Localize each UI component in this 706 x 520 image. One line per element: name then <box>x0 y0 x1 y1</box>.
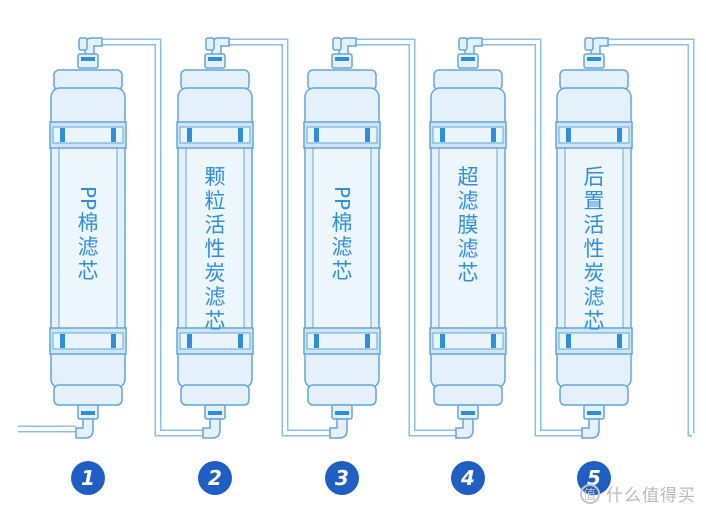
badge-circle <box>451 461 485 495</box>
bottom-cap <box>53 384 123 406</box>
connector-pipe <box>102 38 207 437</box>
watermark: 值 什么值得买 <box>580 481 696 506</box>
upper-band <box>303 121 381 149</box>
stage-badge-2: 2 <box>198 461 232 495</box>
label-rotated-part: PP <box>330 186 354 210</box>
upper-band <box>555 121 633 149</box>
bottom-cap <box>180 384 250 406</box>
lower-band <box>429 327 507 355</box>
label-character: 棉 <box>78 211 99 235</box>
lower-band <box>176 327 254 355</box>
label-character: 滤 <box>332 235 353 259</box>
lower-band <box>49 327 127 355</box>
upper-band <box>49 121 127 149</box>
top-cap <box>307 69 377 91</box>
bottom-cap <box>559 384 629 406</box>
zhi-logo-icon: 值 <box>580 483 600 504</box>
label-character: 芯 <box>458 261 479 285</box>
label-rotated-part: PP <box>76 186 100 210</box>
label-character: 滤 <box>205 285 226 309</box>
top-cap <box>559 69 629 91</box>
top-cap <box>180 69 250 91</box>
label-character: 后 <box>584 165 605 189</box>
label-character: 置 <box>584 189 605 213</box>
label-character: 滤 <box>78 235 99 259</box>
cartridge-window <box>185 147 245 329</box>
badge-circle <box>325 461 359 495</box>
upper-band <box>429 121 507 149</box>
label-character: 芯 <box>332 259 353 283</box>
bottom-elbow-fitting <box>75 418 94 439</box>
top-cap <box>433 69 503 91</box>
label-character: 膜 <box>458 213 479 237</box>
bottom-elbow-fitting <box>581 418 600 439</box>
cartridge-window <box>312 147 372 329</box>
cartridge-window <box>438 147 498 329</box>
connector-pipe <box>356 38 460 437</box>
label-character: 性 <box>584 237 605 261</box>
bottom-elbow-fitting <box>455 418 474 439</box>
label-character: 芯 <box>205 309 226 333</box>
label-character: 活 <box>584 213 605 237</box>
water-pipes <box>18 38 695 437</box>
watermark-text: 什么值得买 <box>606 486 696 506</box>
bottom-cap <box>307 384 377 406</box>
stage-badge-4: 4 <box>451 461 485 495</box>
label-character: 滤 <box>458 189 479 213</box>
badge-circle <box>198 461 232 495</box>
label-character: 滤 <box>584 285 605 309</box>
label-character: 炭 <box>205 261 226 285</box>
lower-band <box>303 327 381 355</box>
stage-badge-1: 1 <box>71 461 105 495</box>
upper-band <box>176 121 254 149</box>
label-character: 超 <box>458 165 479 189</box>
badge-number: 1 <box>81 466 95 490</box>
label-character: 炭 <box>584 261 605 285</box>
connector-pipe <box>229 38 334 437</box>
connector-pipe <box>482 38 586 437</box>
bottom-elbow-fitting <box>329 418 348 439</box>
badge-number: 2 <box>208 466 222 490</box>
label-character: 芯 <box>78 259 99 283</box>
badge-circle <box>71 461 105 495</box>
badge-number: 4 <box>460 466 475 490</box>
label-character: 活 <box>205 213 226 237</box>
top-cap <box>53 69 123 91</box>
bottom-cap <box>433 384 503 406</box>
label-character: 性 <box>205 237 226 261</box>
outlet-pipe <box>608 38 695 437</box>
label-character: 粒 <box>205 189 226 213</box>
lower-band <box>555 327 633 355</box>
badge-number: 3 <box>335 466 349 490</box>
bottom-elbow-fitting <box>202 418 221 439</box>
stage-badge-3: 3 <box>325 461 359 495</box>
label-character: 滤 <box>458 237 479 261</box>
label-character: 棉 <box>332 211 353 235</box>
label-character: 芯 <box>584 309 605 333</box>
label-character: 颗 <box>205 165 226 189</box>
